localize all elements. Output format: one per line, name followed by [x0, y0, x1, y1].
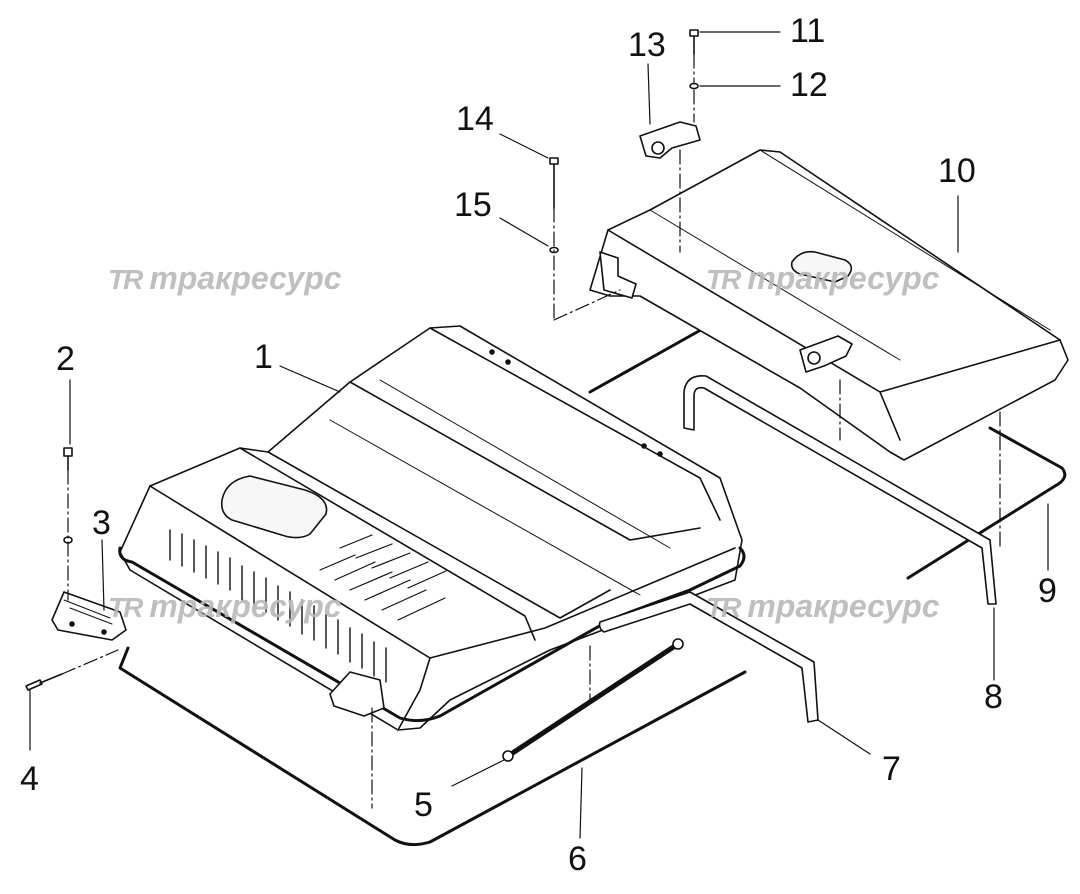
- callout-10: 10: [938, 152, 976, 190]
- leader-lines: [29, 31, 1049, 839]
- part-4-screw: [25, 673, 63, 691]
- part-14-bolt: [549, 157, 559, 209]
- callout-1: 1: [254, 338, 273, 376]
- watermark-logo: TR: [108, 264, 143, 295]
- callout-9: 9: [1038, 572, 1057, 610]
- part-5-rod: [502, 638, 684, 762]
- assembly-lines: [61, 53, 1001, 809]
- part-7-handle: [598, 591, 819, 723]
- part-6-seal: [118, 646, 747, 847]
- callout-13: 13: [628, 26, 666, 64]
- callout-12: 12: [790, 66, 828, 104]
- callout-7: 7: [882, 750, 901, 788]
- part-3-hinge: [51, 591, 127, 641]
- callout-5: 5: [414, 786, 433, 824]
- callout-4: 4: [20, 760, 39, 798]
- part-13-latch: [639, 121, 853, 373]
- watermark-logo: TR: [706, 592, 741, 623]
- callout-14: 14: [456, 100, 494, 138]
- part-1-cover: [118, 325, 746, 731]
- callout-2: 2: [56, 340, 75, 378]
- callout-6: 6: [568, 840, 587, 878]
- part-8-handle: [683, 375, 997, 605]
- part-9-seal: [588, 320, 1067, 580]
- watermark-logo: TR: [108, 592, 143, 623]
- part-11-bolt: [689, 29, 699, 55]
- callout-8: 8: [984, 678, 1003, 716]
- watermark-logo: TR: [706, 264, 741, 295]
- callout-11: 11: [790, 12, 826, 50]
- part-10-rear-cover: [589, 149, 1069, 461]
- lower-hinge: [329, 671, 385, 717]
- callout-15: 15: [454, 186, 492, 224]
- callout-3: 3: [92, 504, 111, 542]
